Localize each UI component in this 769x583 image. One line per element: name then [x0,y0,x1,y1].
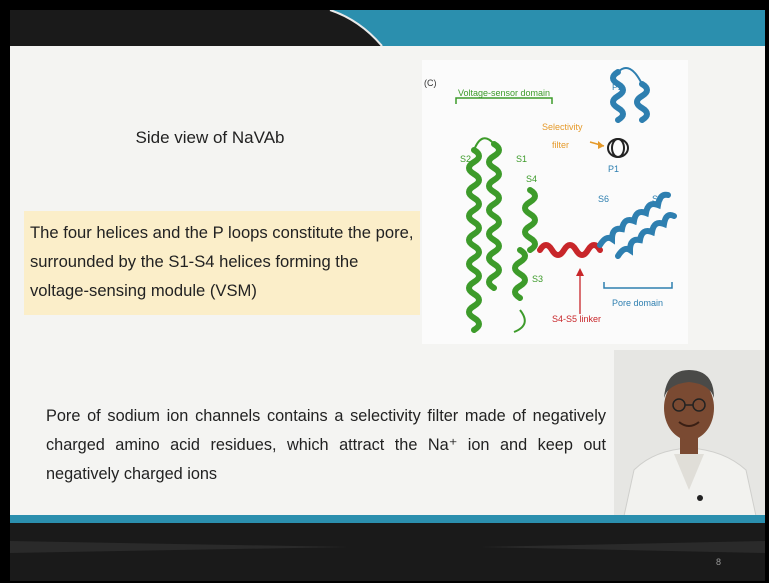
highlight-text: The four helices and the P loops constit… [30,218,420,305]
body-text: Pore of sodium ion channels contains a s… [46,402,606,489]
s1-label: S1 [516,154,527,164]
slide: Side view of NaVAb The four helices and … [10,10,765,581]
s4-s5-linker-label: S4-S5 linker [552,314,601,324]
s4-label: S4 [526,174,537,184]
s5-label: S5 [652,194,663,204]
s6-label: S6 [598,194,609,204]
panel-label: (C) [424,78,437,88]
slide-title: Side view of NaVAb [110,128,310,148]
filter-label: filter [552,140,569,150]
voltage-sensor-domain-label: Voltage-sensor domain [458,88,550,98]
s2-label: S2 [460,154,471,164]
p1-label: P1 [608,164,619,174]
pore-domain-label: Pore domain [612,298,663,308]
bottom-decorative-bar [10,515,765,581]
top-decorative-bar [10,10,765,46]
s3-label: S3 [532,274,543,284]
p2-label: P2 [612,82,623,92]
navab-structure-figure: (C) Voltage-sensor domain Selectivity fi… [422,60,688,344]
selectivity-label: Selectivity [542,122,583,132]
presenter-video [614,350,765,516]
page-number: 8 [716,557,721,567]
